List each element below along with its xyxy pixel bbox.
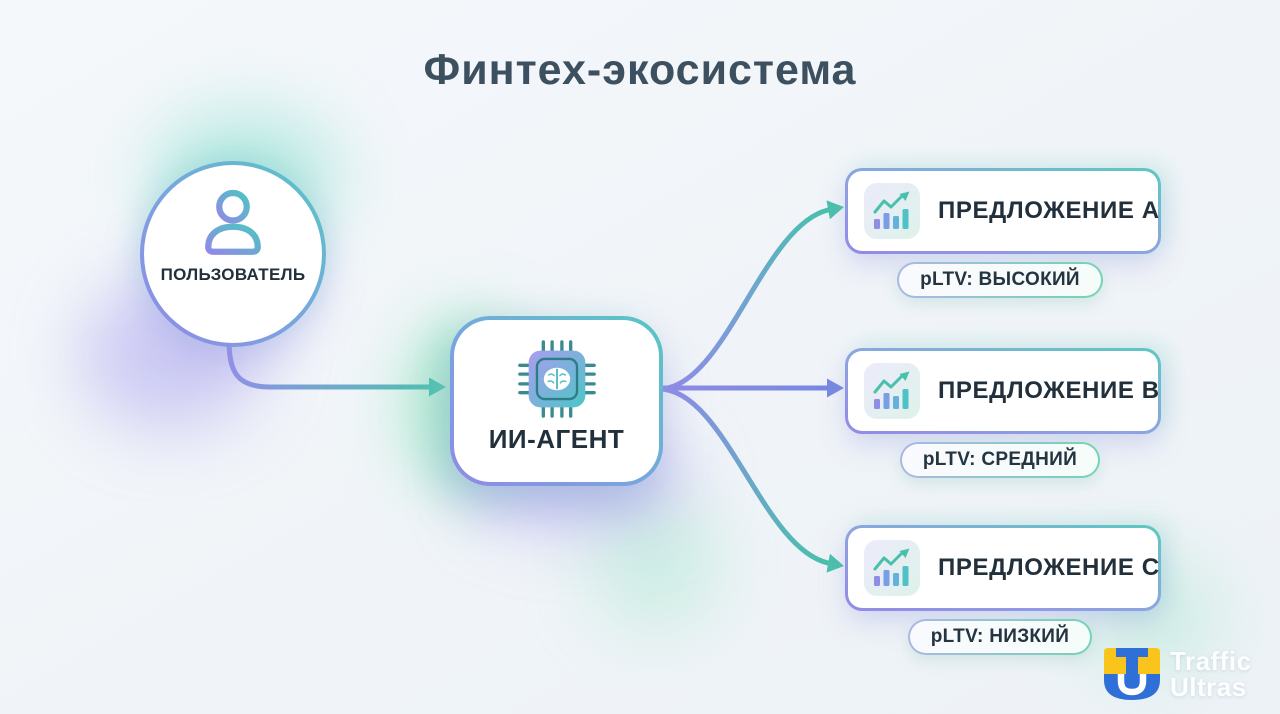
pltv-badge-c: pLTV: НИЗКИЙ	[908, 619, 1092, 655]
pltv-badge-row: pLTV: НИЗКИЙ	[845, 619, 1155, 655]
pltv-badge-row: pLTV: ВЫСОКИЙ	[845, 262, 1155, 298]
arrowhead	[826, 553, 844, 573]
arrowhead	[827, 378, 844, 398]
pltv-badge-a: pLTV: ВЫСОКИЙ	[897, 262, 1103, 298]
growth-chart-icon	[864, 363, 920, 419]
agent-node-label: ИИ-АГЕНТ	[488, 424, 625, 454]
offer-c-card: ПРЕДЛОЖЕНИЕ C	[845, 525, 1161, 611]
growth-chart-icon	[864, 183, 920, 239]
offer-a-label: ПРЕДЛОЖЕНИЕ A	[938, 197, 1160, 224]
glow-green	[590, 500, 720, 630]
agent-node: ИИ-АГЕНТ	[450, 316, 663, 486]
watermark-line2: Ultras	[1170, 672, 1247, 702]
growth-chart-icon	[864, 540, 920, 596]
user-icon	[205, 189, 261, 255]
watermark-text: Traffic Ultras	[1170, 648, 1252, 700]
traffic-ultras-logo	[1104, 648, 1160, 700]
arrowhead	[826, 200, 844, 220]
offer-b-label: ПРЕДЛОЖЕНИЕ B	[938, 377, 1160, 404]
watermark-line1: Traffic	[1170, 646, 1252, 676]
pltv-badge-b: pLTV: СРЕДНИЙ	[900, 442, 1100, 478]
ai-chip-brain-icon	[517, 340, 596, 418]
offer-b-card: ПРЕДЛОЖЕНИЕ B	[845, 348, 1161, 434]
offer-c-label: ПРЕДЛОЖЕНИЕ C	[938, 554, 1160, 581]
page-title: Финтех-экосистема	[423, 46, 857, 94]
arrow-agent-to-offer-a	[656, 207, 831, 392]
user-node: ПОЛЬЗОВАТЕЛЬ	[140, 161, 326, 347]
user-node-label: ПОЛЬЗОВАТЕЛЬ	[160, 265, 306, 284]
watermark: Traffic Ultras	[1104, 648, 1252, 700]
pltv-badge-row: pLTV: СРЕДНИЙ	[845, 442, 1155, 478]
offer-a-card: ПРЕДЛОЖЕНИЕ A	[845, 168, 1161, 254]
